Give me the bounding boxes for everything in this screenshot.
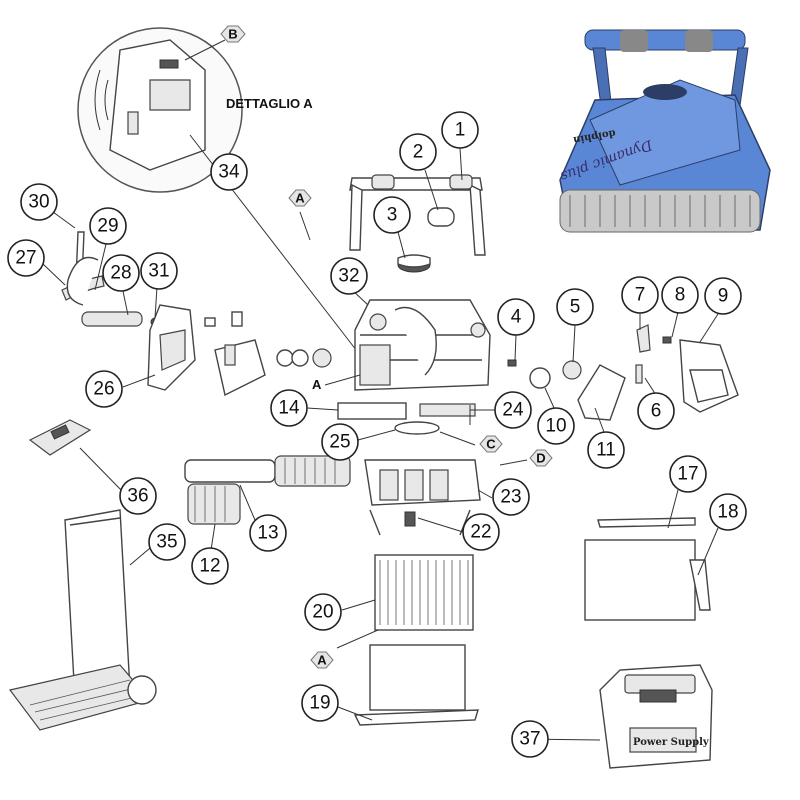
svg-text:C: C — [486, 437, 496, 452]
callout-14: 14 — [270, 389, 308, 427]
robot-product-photo: Dynamic plus dolphin — [558, 29, 771, 233]
detail-a-label: DETTAGLIO A — [226, 96, 313, 111]
caddy-cart — [8, 509, 157, 731]
svg-text:10: 10 — [545, 416, 566, 437]
letter-tag-b: B — [220, 25, 246, 43]
robot-front-brush — [559, 189, 761, 233]
power-supply-label: Power Supply — [633, 737, 710, 748]
callout-37: 37 — [511, 720, 549, 758]
svg-text:37: 37 — [519, 729, 540, 750]
detail-a-magnifier: DETTAGLIO A — [77, 27, 361, 356]
right-side-parts — [507, 324, 739, 421]
svg-text:18: 18 — [717, 502, 738, 523]
callout-13: 13 — [249, 514, 287, 552]
letter-tag-c: C — [479, 435, 503, 453]
callout-5: 5 — [556, 288, 594, 326]
callout-34: 34 — [210, 153, 248, 191]
svg-text:36: 36 — [127, 486, 148, 507]
handle-assembly — [349, 174, 486, 273]
callout-28: 28 — [102, 254, 140, 292]
callout-26: 26 — [85, 370, 123, 408]
remote-control — [28, 419, 92, 456]
svg-text:35: 35 — [156, 532, 177, 553]
svg-text:B: B — [228, 27, 237, 42]
callout-1: 1 — [441, 111, 479, 149]
left-side-parts — [61, 231, 332, 397]
callout-8: 8 — [661, 276, 699, 314]
callout-4: 4 — [497, 298, 535, 336]
svg-text:9: 9 — [718, 286, 729, 307]
callout-10: 10 — [537, 407, 575, 445]
letter-tag-a-top: A — [288, 189, 312, 207]
svg-text:24: 24 — [502, 400, 524, 421]
svg-text:A: A — [295, 191, 305, 206]
callout-29: 29 — [89, 207, 127, 245]
center-lower-parts — [184, 402, 481, 536]
svg-text:A: A — [317, 653, 327, 668]
letter-label-a-body: A — [312, 377, 322, 392]
callout-17: 17 — [669, 455, 707, 493]
callout-30: 30 — [20, 183, 58, 221]
callout-35: 35 — [148, 523, 186, 561]
callout-22: 22 — [462, 513, 500, 551]
callout-25: 25 — [321, 423, 359, 461]
callout-3: 3 — [373, 196, 411, 234]
svg-text:2: 2 — [413, 142, 424, 163]
svg-text:20: 20 — [312, 602, 333, 623]
callout-24: 24 — [494, 391, 532, 429]
letter-tag-d: D — [529, 449, 553, 467]
callout-18: 18 — [709, 493, 747, 531]
svg-text:6: 6 — [651, 401, 662, 422]
svg-text:31: 31 — [148, 261, 169, 282]
letter-tag-a-bottom: A — [310, 651, 334, 669]
callout-2: 2 — [399, 133, 437, 171]
callout-12: 12 — [191, 547, 229, 585]
callout-36: 36 — [119, 477, 157, 515]
callout-31: 31 — [140, 252, 178, 290]
callout-32: 32 — [330, 257, 368, 295]
callout-27: 27 — [7, 239, 45, 277]
svg-text:26: 26 — [93, 379, 114, 400]
robot-main-body — [354, 299, 491, 391]
svg-text:3: 3 — [387, 205, 398, 226]
svg-text:7: 7 — [635, 285, 646, 306]
svg-text:14: 14 — [278, 398, 300, 419]
callout-11: 11 — [587, 431, 625, 469]
svg-text:30: 30 — [28, 192, 49, 213]
callout-9: 9 — [704, 277, 742, 315]
svg-text:29: 29 — [97, 216, 118, 237]
svg-text:5: 5 — [570, 297, 581, 318]
svg-text:27: 27 — [15, 248, 36, 269]
filter-parts — [353, 517, 711, 726]
svg-text:13: 13 — [257, 523, 278, 544]
svg-text:1: 1 — [455, 120, 466, 141]
svg-text:D: D — [536, 451, 545, 466]
svg-text:8: 8 — [675, 285, 686, 306]
callout-6: 6 — [637, 392, 675, 430]
svg-text:34: 34 — [218, 162, 240, 183]
svg-text:32: 32 — [338, 266, 359, 287]
svg-text:19: 19 — [309, 693, 330, 714]
svg-text:4: 4 — [511, 307, 522, 328]
svg-text:17: 17 — [677, 464, 698, 485]
callout-20: 20 — [304, 593, 342, 631]
svg-text:25: 25 — [329, 432, 350, 453]
callout-23: 23 — [492, 478, 530, 516]
callout-19: 19 — [301, 684, 339, 722]
svg-text:23: 23 — [500, 487, 521, 508]
svg-text:28: 28 — [110, 263, 131, 284]
svg-text:11: 11 — [596, 440, 616, 461]
svg-text:22: 22 — [470, 522, 491, 543]
svg-text:12: 12 — [199, 556, 220, 577]
callout-7: 7 — [621, 276, 659, 314]
power-supply-unit: Power Supply — [599, 664, 713, 769]
